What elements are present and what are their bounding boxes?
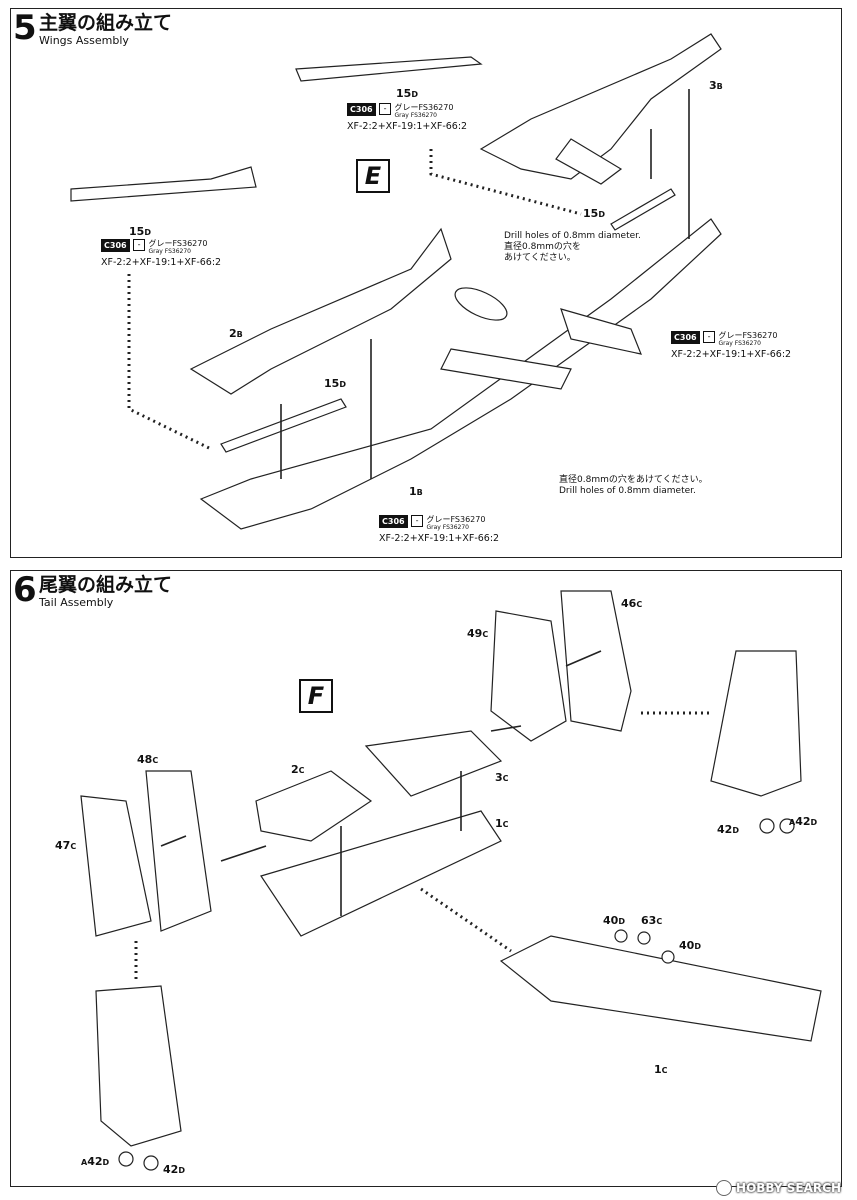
part-label-15d-right: 15D [583,207,605,220]
part-label-47c: 47C [55,839,77,852]
part-label-40d-first: 40D [603,914,625,927]
part-label-1c-top: 1C [495,817,509,830]
part-label-1b: 1B [409,485,423,498]
part-label-3c: 3C [495,771,509,784]
hobby-search-watermark: HOBBY SEARCH [716,1180,841,1196]
part-label-63c: 63C [641,914,663,927]
part-label-42d-right: 42D [717,823,739,836]
part-label-a42d-left: A42D [81,1155,110,1168]
step-number: 5 [13,8,37,48]
part-label-48c: 48C [137,753,159,766]
part-label-2b: 2B [229,327,243,340]
wings-assembly-drawing [70,33,722,530]
part-label-2c: 2C [291,763,305,776]
drill-note-top: Drill holes of 0.8mm diameter. 直径0.8mmの穴… [504,231,641,263]
step-6-panel: 6 尾翼の組み立て Tail Assembly F [10,570,842,1187]
part-label-49c: 49C [467,627,489,640]
hobby-search-logo-icon [716,1180,733,1196]
part-label-3b: 3B [709,79,723,92]
parts-group-letter: E [356,159,390,193]
step-title-jp: 主翼の組み立て [39,12,173,34]
drill-note-bottom: 直径0.8mmの穴をあけてください。 Drill holes of 0.8mm … [559,475,708,496]
step-number: 6 [13,570,37,610]
part-label-40d-second: 40D [679,939,701,952]
part-label-46c: 46C [621,597,643,610]
part-label-15d-mid: 15D [324,377,346,390]
step-title-jp: 尾翼の組み立て [39,574,173,596]
parts-group-letter: F [299,679,333,713]
step-5-panel: 5 主翼の組み立て Wings Assembly E [10,8,842,558]
tail-assembly-drawing [80,590,822,1171]
step-title-en: Tail Assembly [39,596,114,609]
part-label-15d-left: 15D [129,225,151,238]
step-title-en: Wings Assembly [39,34,129,47]
part-label-1c-bottom: 1C [654,1063,668,1076]
part-label-a42d-right: A42D [789,815,818,828]
part-label-15d-top: 15D [396,87,418,100]
part-label-42d-left: 42D [163,1163,185,1176]
